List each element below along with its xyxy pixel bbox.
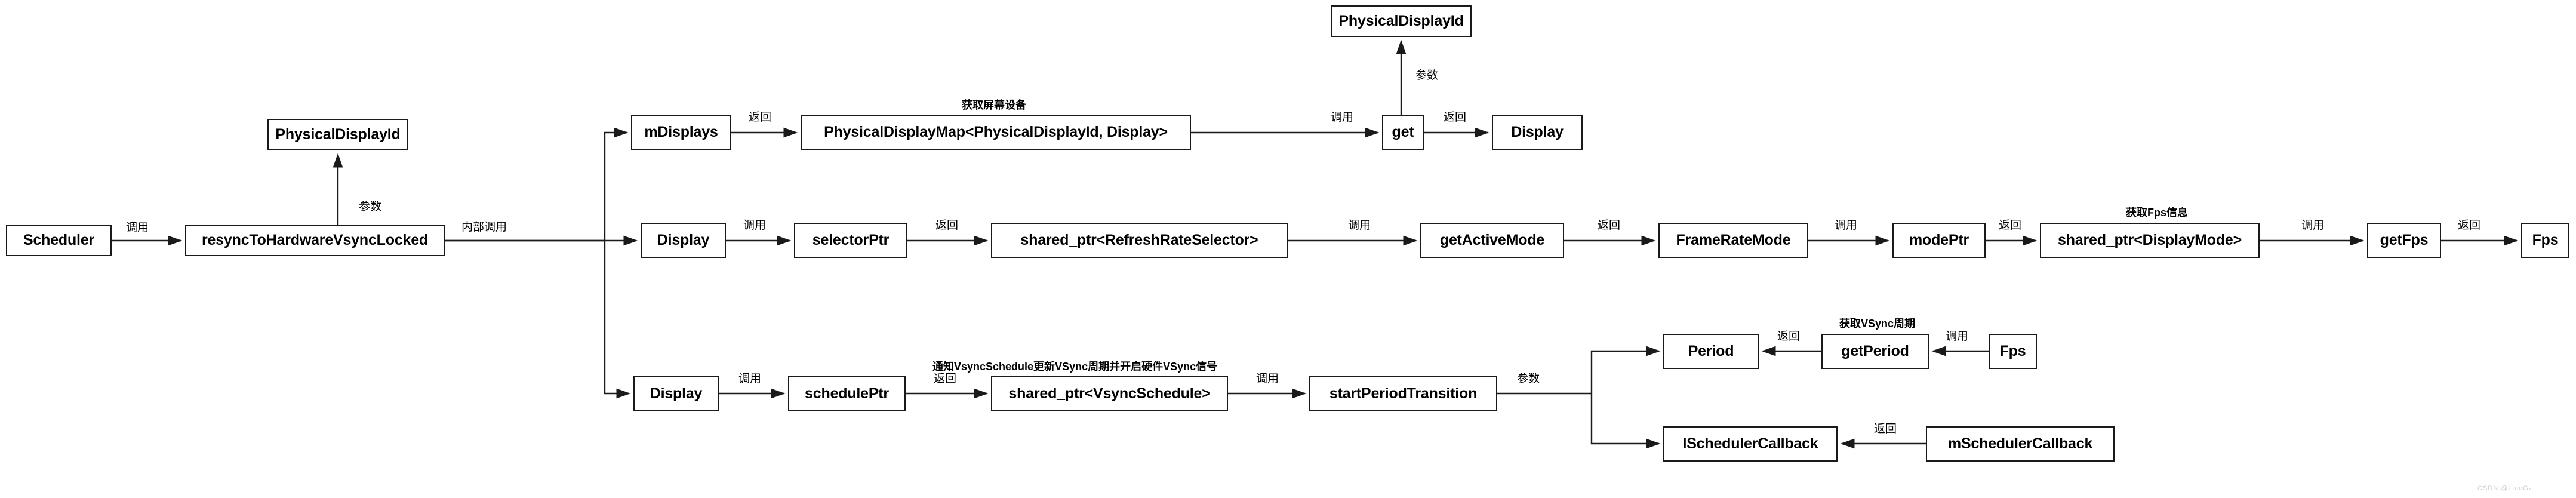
edge-label-return-selector-shared: 返回 (935, 219, 959, 232)
node-display_top[interactable]: Display (1492, 115, 1583, 150)
node-physicalDisplayIdTop[interactable]: PhysicalDisplayId (1331, 5, 1472, 37)
node-getPeriod[interactable]: getPeriod (1821, 334, 1929, 369)
node-selectorPtr[interactable]: selectorPtr (794, 223, 907, 258)
node-mDisplays[interactable]: mDisplays (631, 115, 731, 150)
edge-label-return-mcallback-icallback: 返回 (1874, 423, 1897, 435)
annotation-ann-get-vsync-period: 获取VSync周期 (1839, 318, 1916, 330)
annotation-ann-get-display-device: 获取屏幕设备 (962, 99, 1026, 111)
node-fps_bot[interactable]: Fps (1989, 334, 2037, 369)
edge-label-return-modeptr-shared: 返回 (1999, 219, 2022, 232)
node-get[interactable]: get (1382, 115, 1424, 150)
node-frameRateMode[interactable]: FrameRateMode (1658, 223, 1808, 258)
node-sharedRefresh[interactable]: shared_ptr<RefreshRateSelector> (991, 223, 1288, 258)
edge-label-call-scheduler-resync: 调用 (126, 222, 149, 234)
edge-label-internal-call: 内部调用 (461, 221, 507, 233)
edge-label-call-sharedvs-startperiod: 调用 (1256, 373, 1279, 385)
edge-label-call-fps-getperiod: 调用 (1946, 330, 1969, 343)
edge-label-return-getactive-framerate: 返回 (1598, 219, 1621, 232)
node-modePtr[interactable]: modePtr (1892, 223, 1986, 258)
edge-label-param-get-displayid: 参数 (1415, 69, 1439, 82)
edge-label-return-get-display: 返回 (1444, 111, 1467, 124)
edge-label-call-shareddm-getfps: 调用 (2301, 219, 2325, 232)
edge-label-return-scheduleptr-shared: 返回 (934, 373, 957, 385)
edge-label-param-resync-displayid: 参数 (359, 201, 382, 213)
node-startPeriod[interactable]: startPeriodTransition (1309, 376, 1497, 411)
node-resync[interactable]: resyncToHardwareVsyncLocked (185, 225, 445, 256)
edge-label-call-map-get: 调用 (1331, 111, 1354, 124)
node-getFps[interactable]: getFps (2367, 223, 2441, 258)
edge-label-return-getfps-fps: 返回 (2458, 219, 2481, 232)
node-getActiveMode[interactable]: getActiveMode (1420, 223, 1564, 258)
edge-label-call-display-selector: 调用 (743, 219, 767, 232)
node-fps_mid[interactable]: Fps (2521, 223, 2569, 258)
node-mSchedulerCallback[interactable]: mSchedulerCallback (1926, 426, 2115, 462)
node-display_mid[interactable]: Display (641, 223, 726, 258)
annotation-ann-notify-vsync: 通知VsyncSchedule更新VSync周期并开启硬件VSync信号 (932, 361, 1218, 373)
edge-label-call-framerate-modeptr: 调用 (1835, 219, 1858, 232)
node-display_bot[interactable]: Display (633, 376, 719, 411)
edge-label-call-shared-getactive: 调用 (1348, 219, 1371, 232)
node-physicalDisplayIdLeft[interactable]: PhysicalDisplayId (267, 119, 408, 150)
node-schedulePtr[interactable]: schedulePtr (788, 376, 906, 411)
edge-label-return-getperiod-period: 返回 (1777, 330, 1801, 343)
node-sharedDisplayMode[interactable]: shared_ptr<DisplayMode> (2040, 223, 2260, 258)
node-sharedVsync[interactable]: shared_ptr<VsyncSchedule> (991, 376, 1228, 411)
node-period[interactable]: Period (1663, 334, 1759, 369)
node-scheduler[interactable]: Scheduler (6, 225, 112, 256)
watermark: CSDN @LiaoGz (2477, 485, 2533, 492)
edge-label-call-display-scheduleptr: 调用 (738, 373, 762, 385)
edge-label-return-mdisplays-map: 返回 (749, 111, 772, 124)
edge-label-param-startperiod-branch: 参数 (1517, 373, 1540, 385)
annotation-ann-get-fps-info: 获取Fps信息 (2126, 207, 2189, 219)
node-iSchedulerCallback[interactable]: ISchedulerCallback (1663, 426, 1838, 462)
node-physicalDisplayMap[interactable]: PhysicalDisplayMap<PhysicalDisplayId, Di… (801, 115, 1191, 150)
